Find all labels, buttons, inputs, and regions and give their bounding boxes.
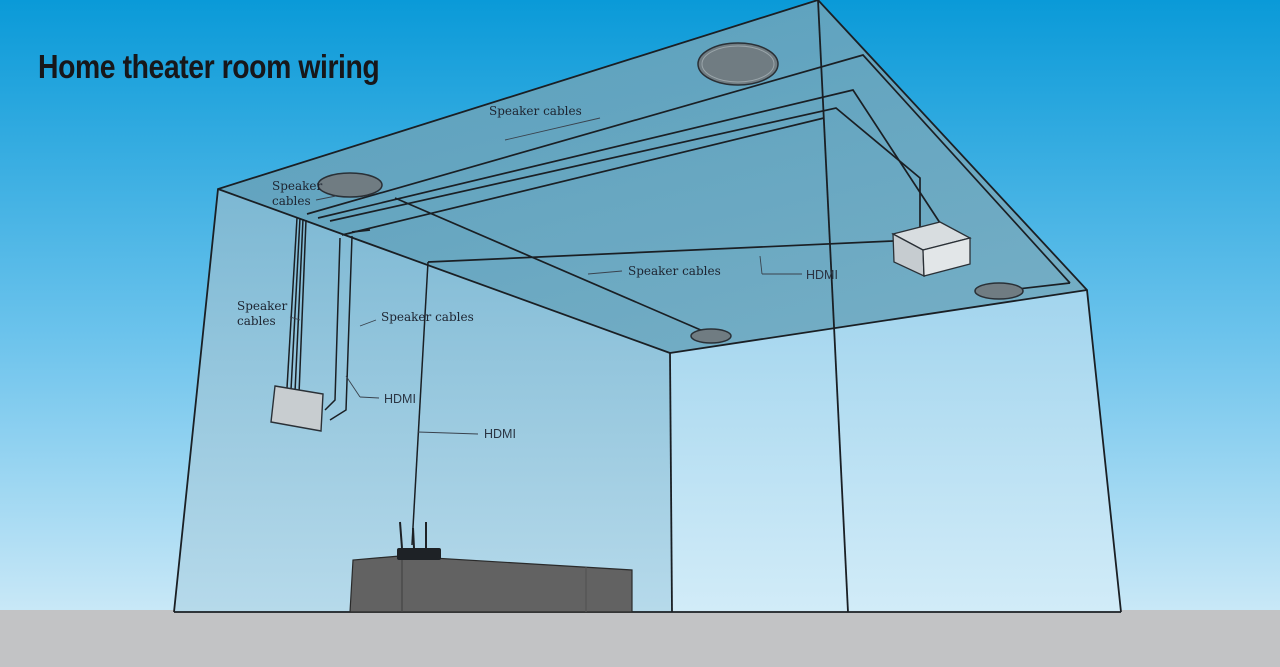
projector-box: [891, 221, 972, 278]
ceiling-speaker-right: [974, 282, 1024, 300]
label-wall-speaker-cables-right: Speaker cables: [381, 310, 474, 324]
router-device: [397, 521, 441, 560]
ceiling: [218, 0, 1087, 353]
label-hdmi-projector: HDMI: [806, 268, 838, 282]
label-wall-speaker-cables: Speaker cables: [237, 299, 287, 329]
label-left-speaker-cables: Speaker cables: [272, 179, 322, 209]
ceiling-speaker-left: [317, 172, 383, 198]
left-wall: [174, 189, 672, 612]
right-wall: [670, 290, 1121, 612]
label-front-speaker-cables: Speaker cables: [628, 264, 721, 278]
label-wall-speaker-line1: Speaker: [237, 299, 288, 313]
label-left-speaker-line2: cables: [272, 194, 311, 208]
label-wall-speaker-line2: cables: [237, 314, 276, 328]
leader-lines: [289, 117, 802, 435]
room-edges: [173, 0, 1122, 613]
label-left-speaker-line1: Speaker: [272, 179, 323, 193]
floor: [0, 610, 1280, 667]
label-ceiling-speaker-cables: Speaker cables: [489, 104, 582, 118]
ceiling-speaker-large: [697, 42, 779, 86]
ceiling-cables: [306, 54, 1071, 335]
wall-cable-bundle: [286, 217, 429, 546]
label-hdmi-wallplate: HDMI: [384, 392, 416, 406]
page-title: Home theater room wiring: [38, 48, 380, 85]
av-cabinet: [349, 555, 633, 613]
label-hdmi-receiver: HDMI: [484, 427, 516, 441]
wall-plate: [270, 385, 324, 432]
ceiling-speaker-front: [690, 328, 732, 344]
